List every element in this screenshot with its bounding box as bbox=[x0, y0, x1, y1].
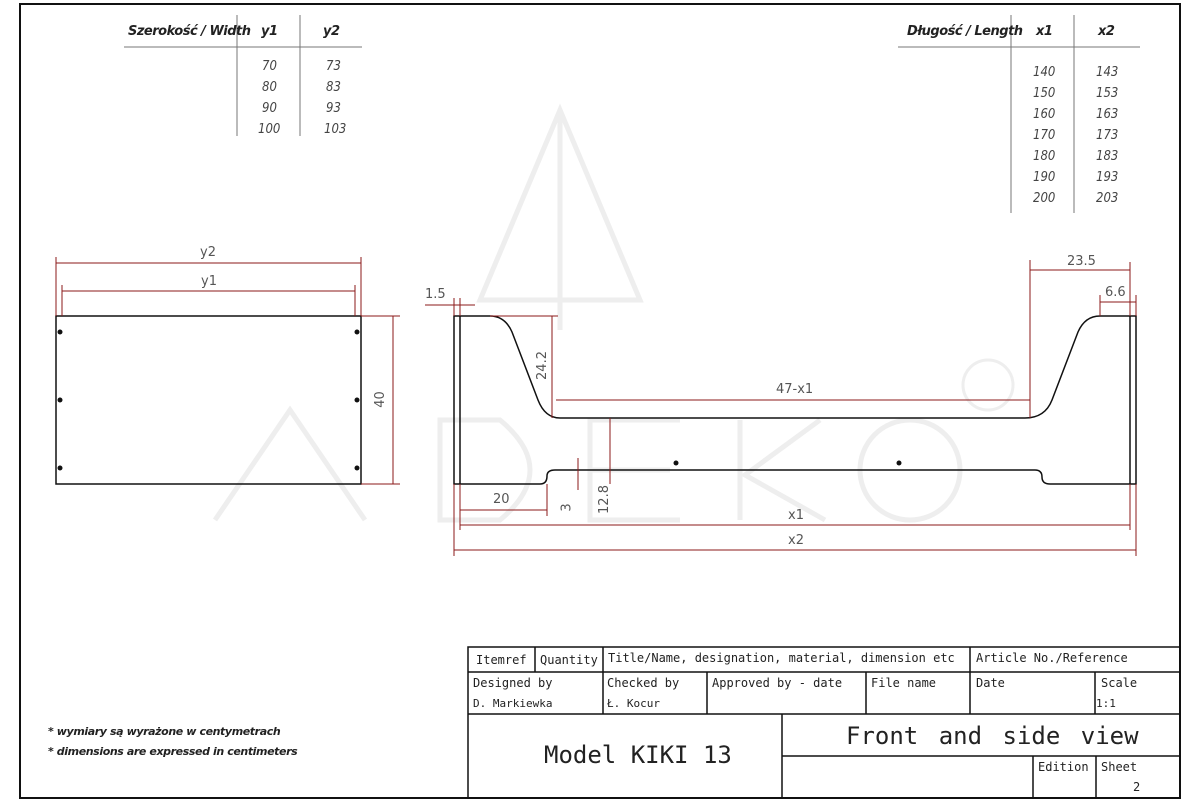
tb-sheet-no: 2 bbox=[1133, 780, 1141, 794]
tb-title-name: Title/Name, designation, material, dimen… bbox=[608, 651, 955, 665]
title-block-lines bbox=[467, 646, 1181, 799]
dim-height-40: 40 bbox=[372, 391, 388, 408]
dim-23-5: 23.5 bbox=[1067, 254, 1096, 269]
cell: 93 bbox=[326, 101, 341, 116]
dim-y1: y1 bbox=[201, 274, 217, 289]
width-table-col-y2: y2 bbox=[323, 24, 340, 39]
dim-20: 20 bbox=[493, 492, 510, 507]
tb-designer: D. Markiewka bbox=[473, 697, 553, 710]
dim-x1: x1 bbox=[788, 508, 804, 523]
note-english: * dimensions are expressed in centimeter… bbox=[48, 745, 298, 758]
cell: 200 bbox=[1033, 191, 1056, 206]
cell: 143 bbox=[1096, 65, 1119, 80]
tb-article: Article No./Reference bbox=[976, 651, 1128, 665]
tb-date: Date bbox=[976, 676, 1005, 690]
length-table-col-x1: x1 bbox=[1036, 24, 1053, 39]
tb-checker: Ł. Kocur bbox=[607, 697, 660, 710]
cell: 103 bbox=[324, 122, 347, 137]
width-table-y1-values: 70 80 90 100 bbox=[258, 56, 280, 140]
cell: 70 bbox=[262, 59, 277, 74]
cell: 183 bbox=[1096, 149, 1119, 164]
length-table-x2-values: 143 153 163 173 183 193 203 bbox=[1096, 62, 1118, 209]
dim-47-x1: 47-x1 bbox=[776, 382, 814, 397]
dim-3: 3 bbox=[559, 503, 575, 512]
length-table-header: Długość / Length bbox=[907, 24, 1023, 39]
side-view bbox=[55, 315, 362, 485]
tb-approved: Approved by - date bbox=[712, 676, 843, 690]
tb-designed-by: Designed by bbox=[473, 676, 553, 690]
cell: 153 bbox=[1096, 86, 1119, 101]
dim-x2: x2 bbox=[788, 533, 804, 548]
cell: 170 bbox=[1033, 128, 1056, 143]
cell: 180 bbox=[1033, 149, 1056, 164]
cell: 83 bbox=[326, 80, 341, 95]
cell: 80 bbox=[262, 80, 277, 95]
dim-24-2: 24.2 bbox=[534, 351, 550, 380]
width-table-col-y1: y1 bbox=[261, 24, 278, 39]
tb-checked-by: Checked by bbox=[607, 676, 680, 690]
watermark-logo bbox=[212, 103, 1015, 523]
width-table-header: Szerokość / Width bbox=[128, 24, 251, 39]
cell: 100 bbox=[258, 122, 281, 137]
width-table-y2-values: 73 83 93 103 bbox=[324, 56, 347, 140]
cell: 193 bbox=[1096, 170, 1119, 185]
cell: 150 bbox=[1033, 86, 1056, 101]
cell: 173 bbox=[1096, 128, 1119, 143]
tb-edition: Edition bbox=[1038, 760, 1089, 774]
length-table-x1-values: 140 150 160 170 180 190 200 bbox=[1033, 62, 1055, 209]
tb-scale-value: 1:1 bbox=[1096, 697, 1116, 710]
cell: 73 bbox=[326, 59, 341, 74]
cell: 160 bbox=[1033, 107, 1056, 122]
tb-sheet: Sheet bbox=[1101, 760, 1138, 774]
dimension-lines bbox=[55, 257, 1137, 556]
tb-quantity: Quantity bbox=[540, 653, 598, 667]
dim-1-5: 1.5 bbox=[425, 287, 446, 302]
tb-model: Model KIKI 13 bbox=[544, 741, 732, 769]
tb-itemref: Itemref bbox=[476, 653, 527, 667]
dim-6-6: 6.6 bbox=[1105, 285, 1126, 300]
length-table-col-x2: x2 bbox=[1098, 24, 1115, 39]
cell: 203 bbox=[1096, 191, 1119, 206]
cell: 190 bbox=[1033, 170, 1056, 185]
tb-scale: Scale bbox=[1101, 676, 1138, 690]
tb-file-name: File name bbox=[871, 676, 937, 690]
note-polish: * wymiary są wyrażone w centymetrach bbox=[48, 725, 281, 738]
dim-12-8: 12.8 bbox=[596, 485, 612, 514]
cell: 90 bbox=[262, 101, 277, 116]
tb-view: Front and side view bbox=[846, 722, 1139, 750]
cell: 140 bbox=[1033, 65, 1056, 80]
cell: 163 bbox=[1096, 107, 1119, 122]
dim-y2: y2 bbox=[200, 245, 216, 260]
